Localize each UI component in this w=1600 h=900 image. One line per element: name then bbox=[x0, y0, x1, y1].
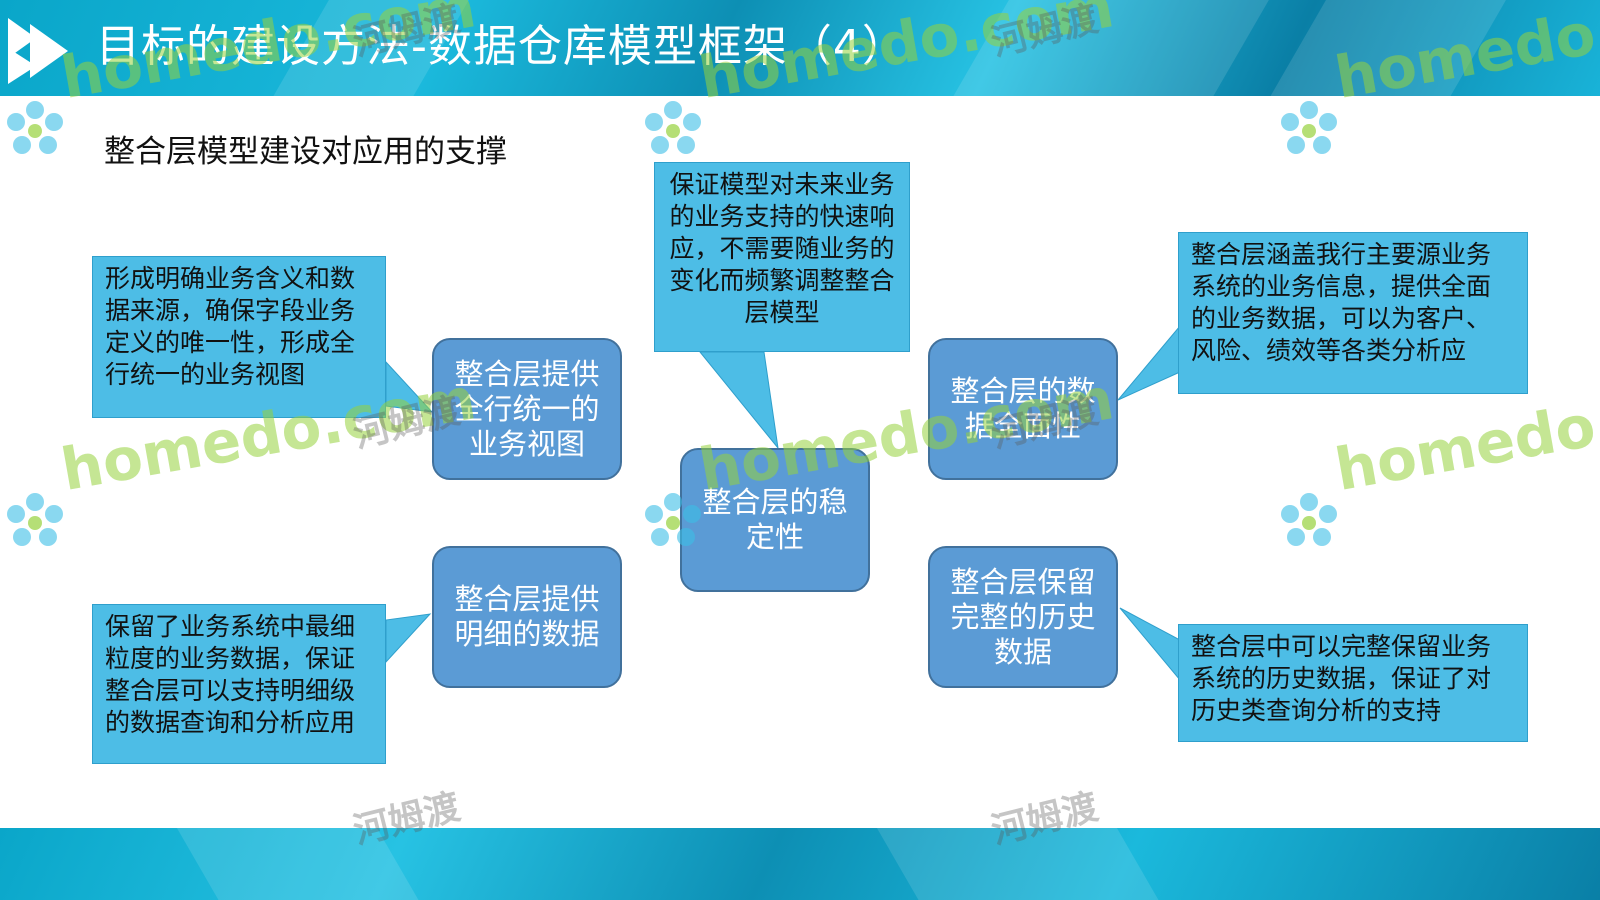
node-detail-data-label: 整合层提供明细的数据 bbox=[454, 582, 600, 651]
callout-bottom-right-text: 整合层中可以完整保留业务系统的历史数据，保证了对历史类查询分析的支持 bbox=[1191, 632, 1492, 725]
callout-top-center-text: 保证模型对未来业务的业务支持的快速响应，不需要随业务的变化而频繁调整整合层模型 bbox=[669, 170, 895, 327]
watermark-flower-icon bbox=[7, 101, 63, 154]
callout-bottom-left-text: 保留了业务系统中最细粒度的业务数据，保证整合层可以支持明细级的数据查询和分析应用 bbox=[105, 612, 356, 737]
node-unified-view-label: 整合层提供全行统一的业务视图 bbox=[454, 356, 600, 461]
node-detail-data: 整合层提供明细的数据 bbox=[432, 546, 622, 688]
node-history-data-label: 整合层保留完整的历史数据 bbox=[950, 564, 1096, 669]
watermark-flower-icon bbox=[645, 101, 701, 154]
node-stability: 整合层的稳定性 bbox=[680, 448, 870, 592]
node-data-completeness: 整合层的数据全面性 bbox=[928, 338, 1118, 480]
subtitle: 整合层模型建设对应用的支撑 bbox=[104, 134, 507, 170]
callout-top-center: 保证模型对未来业务的业务支持的快速响应，不需要随业务的变化而频繁调整整合层模型 bbox=[654, 162, 910, 352]
watermark-flower-icon bbox=[1281, 101, 1337, 154]
slide-title: 目标的建设方法-数据仓库模型框架（4） bbox=[96, 21, 907, 72]
callout-top-right-text: 整合层涵盖我行主要源业务系统的业务信息，提供全面的业务数据，可以为客户、风险、绩… bbox=[1191, 240, 1492, 365]
watermark-flower-icon bbox=[1281, 493, 1337, 546]
node-stability-label: 整合层的稳定性 bbox=[702, 485, 848, 554]
footer-band bbox=[0, 828, 1600, 900]
node-history-data: 整合层保留完整的历史数据 bbox=[928, 546, 1118, 688]
callout-top-right: 整合层涵盖我行主要源业务系统的业务信息，提供全面的业务数据，可以为客户、风险、绩… bbox=[1178, 232, 1528, 394]
node-data-completeness-label: 整合层的数据全面性 bbox=[950, 374, 1096, 443]
watermark-flower-icon bbox=[7, 493, 63, 546]
callout-top-left: 形成明确业务含义和数据来源，确保字段业务定义的唯一性，形成全行统一的业务视图 bbox=[92, 256, 386, 418]
callout-bottom-left: 保留了业务系统中最细粒度的业务数据，保证整合层可以支持明细级的数据查询和分析应用 bbox=[92, 604, 386, 764]
node-unified-view: 整合层提供全行统一的业务视图 bbox=[432, 338, 622, 480]
watermark-flower-icon bbox=[645, 493, 701, 546]
play-icon bbox=[8, 18, 68, 84]
callout-bottom-right: 整合层中可以完整保留业务系统的历史数据，保证了对历史类查询分析的支持 bbox=[1178, 624, 1528, 742]
callout-top-left-text: 形成明确业务含义和数据来源，确保字段业务定义的唯一性，形成全行统一的业务视图 bbox=[105, 264, 356, 389]
header-band bbox=[0, 0, 1600, 96]
